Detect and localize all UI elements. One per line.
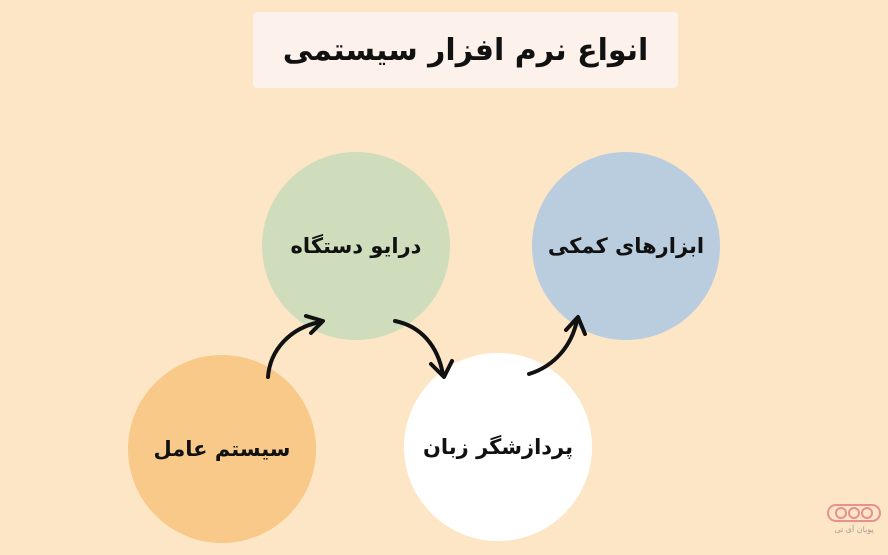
- node-utility-tools-label: ابزارهای کمکی: [547, 234, 705, 258]
- node-operating-system-label: سیستم عامل: [153, 437, 291, 461]
- node-operating-system: سیستم عامل: [128, 355, 316, 543]
- title-box: انواع نرم افزار سیستمی: [253, 12, 678, 88]
- arrow-driver-to-language-processor: [393, 319, 454, 379]
- node-device-driver-label: درایو دستگاه: [290, 234, 422, 258]
- brand-logo: پویان آی تی: [826, 503, 882, 543]
- node-language-processor-label: پردازشگر زبان: [422, 435, 574, 459]
- node-utility-tools: ابزارهای کمکی: [532, 152, 720, 340]
- arrow-os-to-driver: [266, 314, 325, 379]
- logo-text: پویان آی تی: [834, 525, 874, 534]
- logo-mark-icon: [827, 504, 881, 522]
- node-language-processor: پردازشگر زبان: [404, 353, 592, 541]
- arrow-language-processor-to-utilities: [527, 315, 587, 376]
- node-device-driver: درایو دستگاه: [262, 152, 450, 340]
- page-title: انواع نرم افزار سیستمی: [282, 32, 649, 68]
